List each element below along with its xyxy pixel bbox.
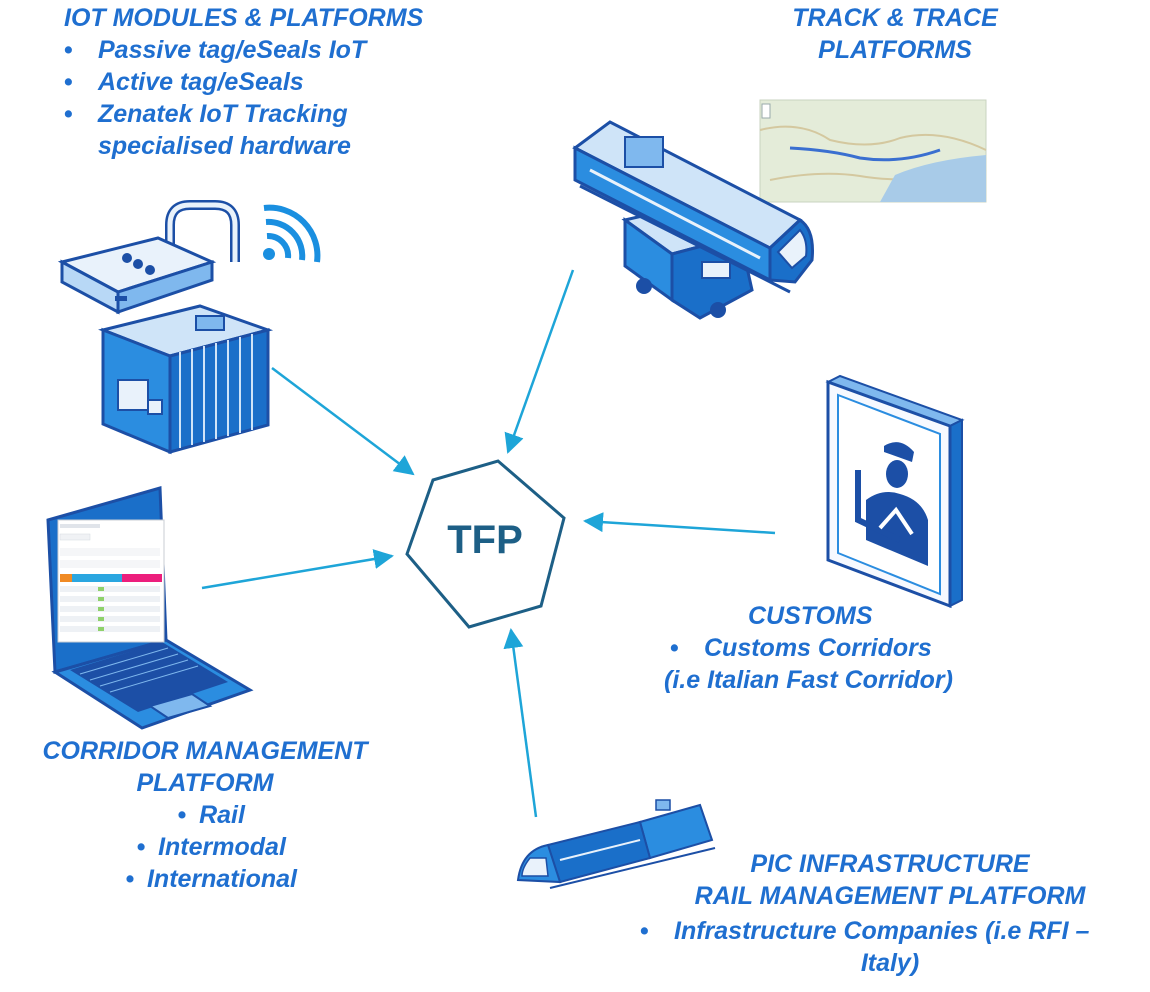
track-title-line2: PLATFORMS <box>818 36 972 64</box>
list-item: •Rail <box>177 801 245 829</box>
pic-title-line1: PIC INFRASTRUCTURE <box>750 850 1030 878</box>
list-item: •Customs Corridors <box>670 634 932 662</box>
customs-officer-icon <box>825 374 965 609</box>
pic-title-line2: RAIL MANAGEMENT PLATFORM <box>694 882 1086 910</box>
pic-train-icon <box>516 799 716 889</box>
tfp-label: TFP <box>447 517 523 562</box>
arrow-track-to-tfp <box>504 269 575 454</box>
list-item: •Intermodal <box>136 833 286 861</box>
list-item: (i.e Italian Fast Corridor) <box>664 666 953 694</box>
train-icon <box>572 120 814 294</box>
list-item: •Active tag/eSeals <box>64 68 304 96</box>
track-title-line1: TRACK & TRACE <box>792 4 998 32</box>
corridor-platform-screenshot <box>57 519 165 643</box>
corridor-section: CORRIDOR MANAGEMENT PLATFORM •Rail •Inte… <box>0 735 410 895</box>
track-trace-section: TRACK & TRACE PLATFORMS <box>770 2 1020 66</box>
arrow-customs-to-tfp <box>583 512 776 535</box>
list-item: •Zenatek IoT Tracking <box>64 100 348 128</box>
list-item: specialised hardware <box>98 132 351 160</box>
iot-modules-section: IOT MODULES & PLATFORMS •Passive tag/eSe… <box>64 2 423 162</box>
pic-list: •Infrastructure Companies (i.e RFI – Ita… <box>640 915 1140 979</box>
list-item: •Infrastructure Companies (i.e RFI – <box>640 917 1090 945</box>
arrow-iot-to-tfp <box>271 367 415 476</box>
list-item: •Passive tag/eSeals IoT <box>64 36 367 64</box>
iot-list: •Passive tag/eSeals IoT •Active tag/eSea… <box>64 34 423 162</box>
arrow-corridor-to-tfp <box>201 549 394 590</box>
customs-list: •Customs Corridors (i.e Italian Fast Cor… <box>664 632 953 696</box>
corridor-title-line1: CORRIDOR MANAGEMENT <box>42 737 368 765</box>
pic-section: PIC INFRASTRUCTURE RAIL MANAGEMENT PLATF… <box>660 848 1120 912</box>
padlock-icon <box>57 200 240 315</box>
tfp-hexagon <box>405 459 566 629</box>
arrow-pic-to-tfp <box>503 628 538 818</box>
container-icon <box>98 304 274 455</box>
wifi-icon <box>263 204 321 263</box>
iot-title: IOT MODULES & PLATFORMS <box>64 4 424 32</box>
list-item: Italy) <box>860 949 920 977</box>
customs-title: CUSTOMS <box>748 602 873 630</box>
list-item: •International <box>125 865 297 893</box>
map-icon <box>759 99 987 203</box>
corridor-title-line2: PLATFORM <box>136 769 274 797</box>
